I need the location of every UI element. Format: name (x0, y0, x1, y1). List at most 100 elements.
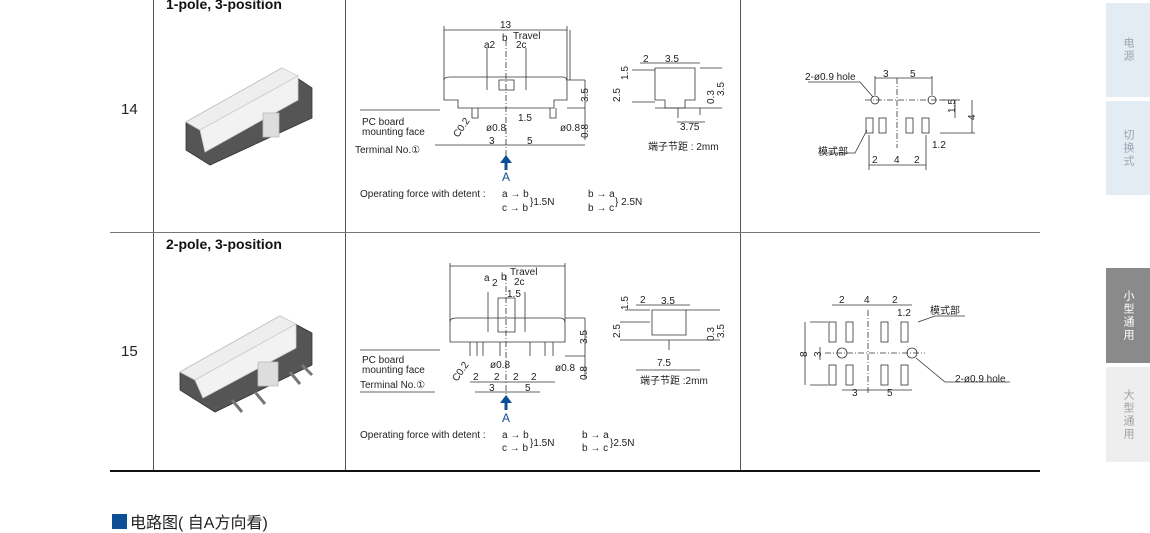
force-label: a → b (502, 189, 529, 200)
dim-label: 2.5 (612, 88, 623, 102)
section-title: 电路图( 自A方向看) (130, 515, 268, 532)
dim-label: 2 (513, 372, 519, 383)
dim-label: 0.8 (579, 366, 590, 380)
dim-label: ø0.8 (555, 363, 575, 374)
force-label: Operating force with detent : (360, 430, 486, 441)
label: Terminal No.① (355, 145, 420, 156)
dim-label: 5 (887, 388, 893, 399)
dim-label: 2 (473, 372, 479, 383)
tab-power[interactable]: 电源 (1106, 3, 1150, 97)
force-label: b → c (582, 443, 608, 454)
dim-label: 3.5 (579, 330, 590, 344)
view-label: A (502, 170, 510, 184)
column-divider (345, 0, 346, 471)
drawings: 13 Travel a2 b 2c 3.5 1.5 PC board mount… (179, 20, 1010, 454)
dim-label: 0.3 (706, 327, 717, 341)
dim-label: 2c (516, 40, 527, 51)
label: PC board (362, 355, 404, 366)
pitch-label: 端子节距 : 2mm (648, 140, 719, 153)
row-number: 15 (121, 343, 138, 360)
tab-small-general[interactable]: 小型通用 (1106, 268, 1150, 363)
force-value: }2.5N (610, 438, 634, 449)
dim-label: ø0.8 (486, 123, 506, 134)
dim-label: 2 (531, 372, 537, 383)
force-label: b → a (588, 189, 615, 200)
view-arrow-icon (500, 155, 512, 163)
view-label: A (502, 411, 510, 425)
dim-label: 13 (500, 20, 512, 31)
dim-label: 7.5 (657, 358, 671, 369)
table-bottom-rule (110, 470, 1040, 472)
dim-label: 0.3 (706, 90, 717, 104)
pitch-label: 端子节距 :2mm (640, 374, 708, 387)
dim-label: C0.2 (450, 360, 471, 384)
dim-label: 5 (525, 383, 531, 394)
force-value: } 2.5N (615, 197, 642, 208)
dim-label: C0.2 (451, 116, 472, 140)
dim-label: 2-ø0.9 hole (955, 374, 1006, 385)
label: mounting face (362, 365, 425, 376)
dim-label: 3.5 (661, 296, 675, 307)
column-divider (153, 0, 154, 471)
dim-label: a2 (484, 40, 496, 51)
label: PC board (362, 117, 404, 128)
dim-label: Travel (513, 31, 540, 42)
column-divider (740, 0, 741, 471)
label: 模式部 (818, 145, 848, 158)
switch-photo-2pole (179, 315, 314, 413)
land-pattern-2pole (804, 304, 1010, 395)
dim-label: 1.2 (932, 140, 946, 151)
dim-label: b (502, 33, 508, 44)
dim-label: 4 (894, 155, 900, 166)
force-label: b → a (582, 430, 609, 441)
dim-label: Travel (510, 267, 537, 278)
dim-label: 2-ø0.9 hole (805, 72, 856, 83)
dim-label: 3 (489, 136, 495, 147)
force-label: c → b (502, 443, 529, 454)
dim-label: 3 (813, 351, 824, 357)
dim-label: 4 (864, 295, 870, 306)
force-value: }1.5N (530, 197, 554, 208)
force-value: }1.5N (530, 438, 554, 449)
dim-label: 1.2 (897, 308, 911, 319)
dim-label: 4 (967, 114, 978, 120)
view-arrow-icon (500, 395, 512, 403)
dim-label: 2 (640, 295, 646, 306)
dim-label: 0.8 (580, 124, 591, 138)
side-view-2pole (620, 304, 720, 371)
dim-label: 1.5 (507, 289, 521, 300)
dim-label: 2 (492, 278, 498, 289)
dim-label: b (501, 272, 507, 283)
section-heading: 电路图( 自A方向看) (112, 509, 268, 533)
label: mounting face (362, 127, 425, 138)
dim-label: 2c (514, 277, 525, 288)
row-number: 14 (121, 101, 138, 118)
switch-photo-1pole (185, 67, 313, 166)
dim-label: 3.5 (716, 82, 727, 96)
tab-switching[interactable]: 切换式 (1106, 101, 1150, 195)
product-title: 2-pole, 3-position (166, 236, 282, 252)
side-view-1pole (632, 62, 722, 123)
dim-label: 3.5 (665, 54, 679, 65)
dim-label: 3.5 (716, 324, 727, 338)
dim-label: 2 (839, 295, 845, 306)
dim-label: 3.75 (680, 122, 700, 133)
dim-label: 3.5 (580, 88, 591, 102)
front-view-2pole (360, 263, 586, 400)
dim-label: 3 (852, 388, 858, 399)
dim-label: 2 (872, 155, 878, 166)
land-pattern-1pole (808, 76, 975, 170)
tab-large-general[interactable]: 大型通用 (1106, 367, 1150, 462)
force-label: c → b (502, 203, 529, 214)
dim-label: 2.5 (612, 324, 623, 338)
dim-label: 2 (643, 54, 649, 65)
dim-label: 3 (883, 69, 889, 80)
dim-label: ø0.8 (560, 123, 580, 134)
dim-label: 2 (494, 372, 500, 383)
label: 模式部 (930, 304, 960, 317)
dim-label: 1.5 (518, 113, 532, 124)
label: Terminal No.① (360, 380, 425, 391)
product-title: 1-pole, 3-position (166, 0, 282, 12)
dim-label: 3 (489, 383, 495, 394)
dim-label: 5 (527, 136, 533, 147)
